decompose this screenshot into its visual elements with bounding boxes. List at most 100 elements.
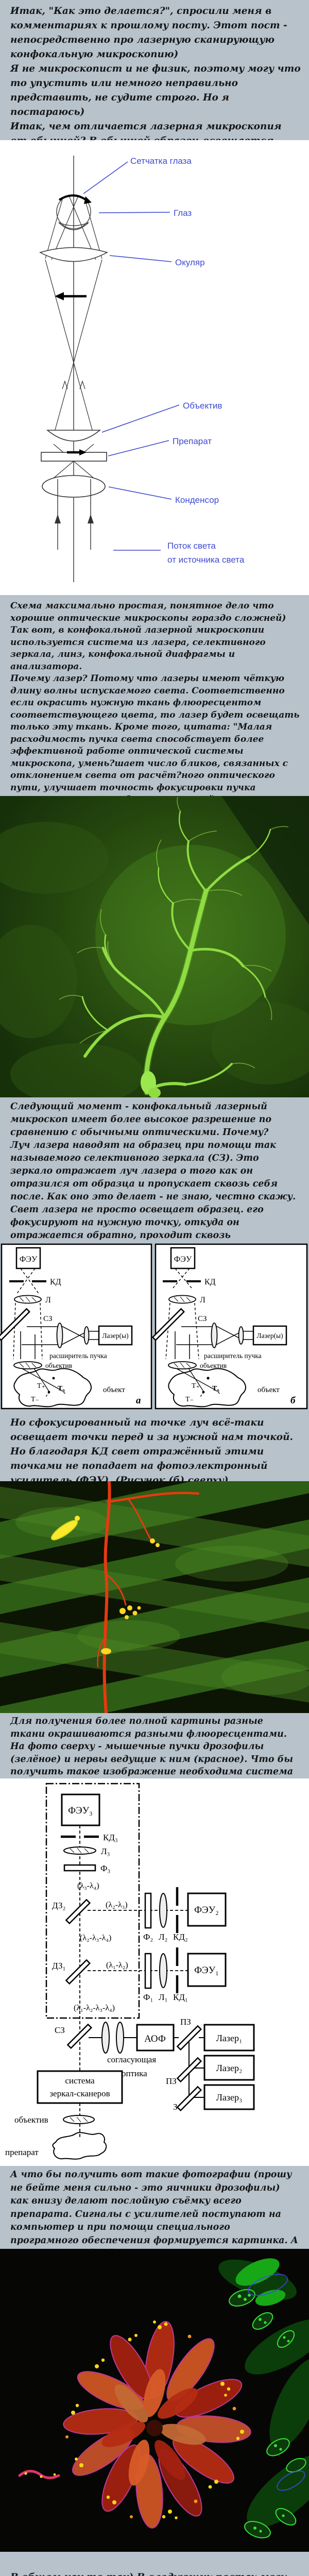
f3-label: Ф₃	[100, 1863, 110, 1873]
panel-b-laser-box	[252, 1325, 287, 1346]
confocal-panels-svg: ФЭУ КД Л СЗ Лазе	[0, 1243, 308, 1410]
photo-muscles-svg	[0, 1481, 309, 1713]
panel-a-object-label: объект	[103, 1386, 125, 1394]
outro-paragraph: В общем как то так) В следующих постах м…	[0, 2552, 309, 2576]
panel-a-return-rays	[13, 1302, 43, 1360]
f1-label: Ф₁	[143, 1992, 153, 2002]
pmt1-label: ФЭУ₁	[194, 1965, 219, 1976]
specimen-slide	[41, 449, 107, 462]
outro-text: В общем как то так) В следующих постах м…	[10, 2572, 286, 2576]
panel-a-letter: а	[136, 1395, 141, 1406]
laser1-box	[203, 2024, 255, 2052]
confocal-panels-figure: ФЭУ КД Л СЗ Лазе	[0, 1243, 309, 1411]
dz1-mirror	[65, 1959, 91, 1985]
photo3-squiggle	[18, 2470, 60, 2479]
laser3-label: Лазер₃	[216, 2092, 243, 2103]
detector-module-border	[45, 1783, 140, 2019]
panel-b-selective-mirror	[151, 1308, 185, 1342]
panel-b-pmt-label: ФЭУ	[174, 1255, 192, 1264]
panel-b-t-zero: Т₀	[212, 1385, 219, 1393]
pinhole-paragraph: Но сфокусированный на точке луч всё-таки…	[0, 1411, 309, 1481]
f1-filter	[144, 1953, 152, 1989]
pmt3-box	[61, 1793, 100, 1826]
l2-lens	[159, 1893, 167, 1928]
panel-a-mirror-label: СЗ	[43, 1315, 53, 1323]
photo3-green-chambers	[229, 2258, 306, 2538]
source-beams	[55, 479, 94, 550]
diagram-labels: Сетчатка глаза Глаз Окуляр Объектив Преп…	[130, 156, 245, 565]
photo-ovaries-svg	[0, 2249, 309, 2552]
pz-mirror-2	[176, 2057, 202, 2083]
panel-b-letter: б	[290, 1395, 296, 1406]
panel-b-expander-lens1	[211, 1323, 218, 1348]
dz1-label: ДЗ₁	[52, 1961, 65, 1971]
multilaser-scheme-svg: ФЭУ₃ КД₃ Л₃ Ф₃ (λ₃-λ₄) ДЗ₂ (λ₂-λ₃) ФЭУ₂ …	[5, 1783, 255, 2160]
panel-a-expander-lens1	[56, 1323, 63, 1348]
kd2-label: КД₂	[173, 1932, 188, 1942]
photo3-rosette	[63, 2320, 251, 2529]
label-light-flow-1: Поток света	[167, 541, 216, 551]
specimen-blob-3	[52, 2132, 107, 2160]
f3-filter	[63, 1864, 96, 1872]
panel-b-expander-label: расширитель пучка	[204, 1352, 262, 1360]
range34-label: (λ₃-λ₄)	[77, 1882, 99, 1890]
photo1-texture	[0, 822, 309, 1097]
dz2-label: ДЗ₂	[52, 1901, 65, 1910]
laser3-box	[203, 2084, 255, 2110]
photo1-soma	[141, 1071, 161, 1097]
matching-optics-label-1: согласующая	[107, 2055, 156, 2064]
multicolor-paragraph: Для получения более полной картины разны…	[0, 1713, 309, 1778]
aof-label: АОФ	[144, 2033, 166, 2044]
photo-ovaries	[0, 2249, 309, 2552]
panel-a-laser-label: Лазер(ы)	[102, 1332, 128, 1340]
panel-a-expander-label: расширитель пучка	[49, 1352, 107, 1360]
pmt2-label: ФЭУ₂	[194, 1905, 219, 1916]
condenser-lens	[42, 475, 106, 498]
scanner-label-1: система	[65, 2076, 95, 2086]
panel-b-laser-beam	[175, 1325, 253, 1359]
l3-lens	[63, 1846, 96, 1855]
range23-label: (λ₂-λ₃)	[106, 1901, 128, 1909]
panel-a-pinhole-label: КД	[50, 1278, 61, 1286]
range234-label: (λ₂-λ₃-λ₄)	[80, 1934, 111, 1942]
photo2-nerve	[97, 1481, 200, 1713]
photo2-texture	[15, 1507, 309, 1695]
eye-drawing	[56, 194, 92, 230]
matching-lens-2	[116, 2022, 124, 2054]
label-specimen: Препарат	[173, 436, 212, 446]
range1234-label: (λ₁-λ₂-λ₃-λ₄)	[74, 2004, 115, 2012]
eyepiece-lens	[39, 247, 108, 262]
microscope-scheme-svg: Сетчатка глаза Глаз Окуляр Объектив Преп…	[39, 156, 245, 582]
panel-a-expander-lens2	[83, 1326, 90, 1345]
intermediate-image-arrow	[55, 292, 87, 300]
panel-b-pinhole-label: КД	[204, 1278, 216, 1286]
laser1-label: Лазер₁	[216, 2033, 243, 2043]
l1-lens	[159, 1953, 167, 1988]
panel-b-laser-label: Лазер(ы)	[256, 1332, 283, 1340]
specimen-label-3: препарат	[5, 2147, 39, 2157]
panel-b-expander-lens2	[238, 1326, 244, 1345]
panel-a-t-zero: Т₀	[58, 1385, 65, 1393]
pz-label-bottom: ПЗ	[166, 2076, 177, 2086]
label-retina: Сетчатка глаза	[130, 156, 192, 166]
panel-a: ФЭУ КД Л СЗ Лазе	[0, 1243, 152, 1410]
panel-b-lens-label: Л	[200, 1296, 205, 1304]
laser2-box	[203, 2055, 255, 2081]
photo-muscles-nerves	[0, 1481, 309, 1713]
panel-b-t-plus: Т₊	[192, 1382, 200, 1390]
layered-scan-paragraph: А что бы получить вот такие фотографии (…	[0, 2166, 309, 2249]
rays-middle	[45, 259, 102, 432]
panel-a-t-minus: Т₋	[31, 1396, 39, 1403]
photo-purkinje-cell	[0, 796, 309, 1097]
panel-a-detector-rays	[16, 1268, 40, 1295]
microscope-scheme-figure: Сетчатка глаза Глаз Окуляр Объектив Преп…	[0, 140, 309, 595]
aof-box	[136, 2024, 175, 2052]
panel-a-object-blob	[13, 1368, 92, 1408]
panel-b-mirror-label: СЗ	[198, 1315, 207, 1323]
f2-filter	[144, 1892, 152, 1929]
matching-optics-label-2: оптика	[122, 2069, 147, 2078]
pz-label-top: ПЗ	[180, 2017, 191, 2027]
l3-label: Л₃	[101, 1846, 110, 1856]
matching-lens-1	[101, 2022, 110, 2054]
confocal-intro-paragraph: Схема максимально простая, понятное дело…	[0, 595, 309, 796]
